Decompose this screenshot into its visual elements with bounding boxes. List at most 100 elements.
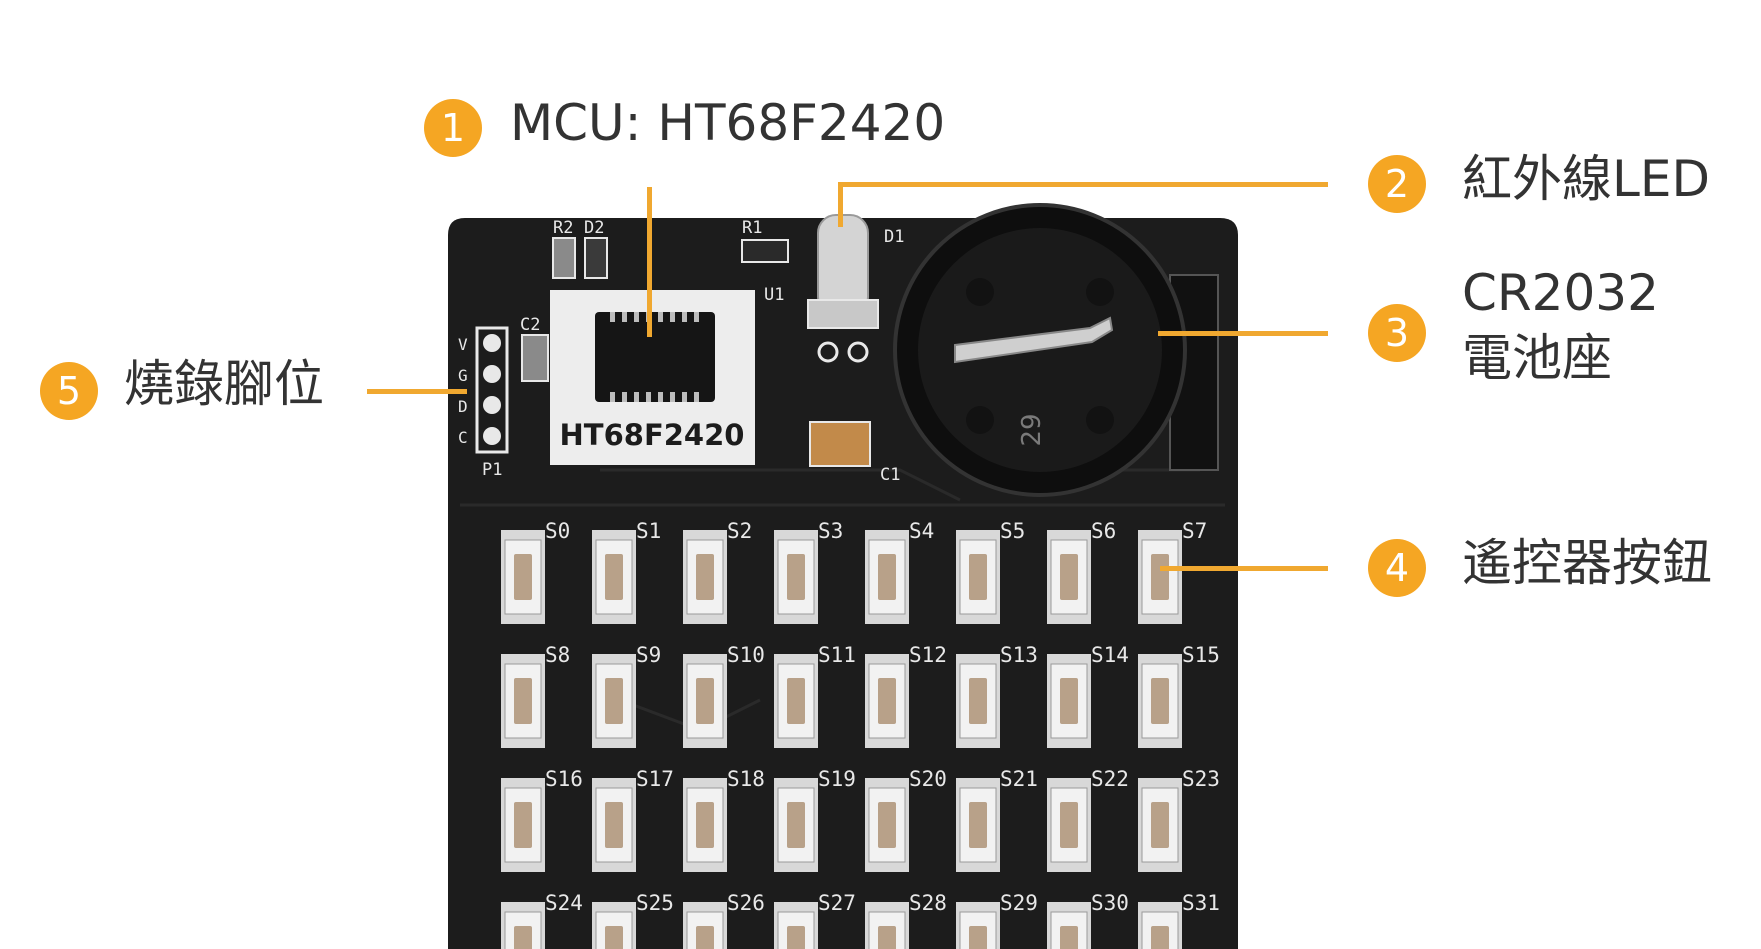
tactile-button: S1 [592,519,661,624]
capacitor-c2 [521,334,549,382]
battery-peg-4 [1086,406,1114,434]
button-cap [514,554,532,600]
button-cap [1151,802,1169,848]
button-designator: S28 [909,891,947,915]
battery-peg-3 [966,406,994,434]
tactile-button: S30 [1047,891,1129,949]
designator-r1: R1 [742,218,762,238]
tactile-button: S31 [1138,891,1220,949]
battery-spring-contact [954,316,1114,364]
button-designator: S7 [1182,519,1207,543]
designator-d2: D2 [584,218,604,238]
designator-p1: P1 [482,460,502,480]
tactile-button: S3 [774,519,843,624]
button-designator: S19 [818,767,856,791]
button-designator: S27 [818,891,856,915]
button-cap [696,678,714,724]
leader-line-2-vertical [838,182,843,227]
header-pin-v [483,334,501,352]
button-designator: S17 [636,767,674,791]
designator-c1: C1 [880,465,900,485]
button-cap [969,678,987,724]
header-pin-label-c: C [458,428,468,447]
header-pin-c [483,427,501,445]
callout-label-buttons: 遙控器按鈕 [1462,534,1712,592]
button-cap [1060,802,1078,848]
button-cap [605,926,623,949]
button-designator: S12 [909,643,947,667]
tactile-button: S2 [683,519,752,624]
tactile-button: S4 [865,519,934,624]
tactile-button: S9 [592,643,661,748]
battery-holder-marking: 29 [1017,413,1047,446]
designator-c2: C2 [520,315,540,335]
tactile-button: S8 [501,643,570,748]
button-cap [514,678,532,724]
ir-led-base [807,299,879,329]
callout-label-programming-pins: 燒錄腳位 [124,355,324,413]
tactile-button: S26 [683,891,765,949]
button-designator: S0 [545,519,570,543]
callout-badge-2: 2 [1368,155,1426,213]
button-cap [878,554,896,600]
tactile-button: S28 [865,891,947,949]
button-designator: S29 [1000,891,1038,915]
button-cap [878,926,896,949]
header-pin-label-d: D [458,397,468,416]
programming-header-p1 [475,326,509,454]
button-cap [969,802,987,848]
capacitor-c1 [809,421,871,467]
button-designator: S21 [1000,767,1038,791]
button-designator: S31 [1182,891,1220,915]
button-cap [696,926,714,949]
leader-line-1 [647,187,652,337]
tactile-button: S22 [1047,767,1129,872]
button-designator: S26 [727,891,765,915]
callout-badge-1: 1 [424,99,482,157]
button-designator: S8 [545,643,570,667]
tactile-button: S7 [1138,519,1207,624]
button-designator: S2 [727,519,752,543]
tactile-button: S21 [956,767,1038,872]
tactile-button: S23 [1138,767,1220,872]
button-designator: S23 [1182,767,1220,791]
button-designator: S18 [727,767,765,791]
callout-label-mcu: MCU: HT68F2420 [510,94,946,152]
button-cap [878,678,896,724]
callout-label-battery-line2: 電池座 [1462,329,1612,387]
button-designator: S20 [909,767,947,791]
designator-u1: U1 [764,285,784,305]
button-cap [696,802,714,848]
tactile-button: S12 [865,643,947,748]
callout-label-ir-led: 紅外線LED [1462,150,1710,208]
button-designator: S9 [636,643,661,667]
button-designator: S15 [1182,643,1220,667]
tactile-button: S5 [956,519,1025,624]
mcu-pins [610,312,699,402]
button-cap [787,802,805,848]
button-designator: S5 [1000,519,1025,543]
designator-d1: D1 [884,227,904,247]
button-designator: S6 [1091,519,1116,543]
callout-badge-4: 4 [1368,539,1426,597]
tactile-button: S20 [865,767,947,872]
tactile-button: S17 [592,767,674,872]
button-cap [1151,554,1169,600]
tactile-button: S24 [501,891,583,949]
header-pin-g [483,365,501,383]
ir-led-pad-1 [817,341,839,363]
resistor-r2 [552,237,576,279]
tactile-button: S0 [501,519,570,624]
callout-badge-5: 5 [40,362,98,420]
button-body [959,663,997,739]
tactile-button: S10 [683,643,765,748]
leader-line-3 [1158,331,1328,336]
button-cap [514,926,532,949]
tactile-button: S25 [592,891,674,949]
ir-led-pad-2 [847,341,869,363]
header-pin-label-g: G [458,366,468,385]
button-cap [605,554,623,600]
button-cap [696,554,714,600]
leader-line-5 [367,389,467,394]
